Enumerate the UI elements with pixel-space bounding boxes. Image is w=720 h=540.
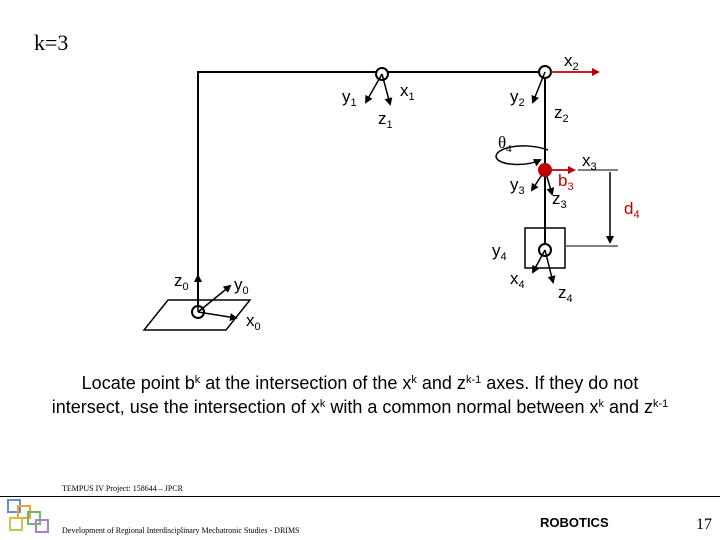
label-y3: y3 [510,175,525,197]
x4-axis [532,249,546,274]
caption-text: Locate point bk at the intersection of t… [51,373,669,417]
label-theta4: θ4 [498,133,512,155]
tempus-logo-icon [7,499,49,533]
footer-program: Development of Regional Interdisciplinar… [62,526,300,535]
y2-axis [531,71,546,104]
footer-project: TEMPUS IV Project: 158644 – JPCR [62,484,183,493]
footer-course-title: ROBOTICS [540,515,609,530]
label-z1: z1 [378,109,393,131]
x0-axis [197,311,238,322]
label-b3: b3 [558,171,574,193]
label-z3: z3 [552,189,567,211]
label-z0: z0 [174,271,189,293]
label-y2: y2 [510,87,525,109]
label-y1: y1 [342,87,357,109]
label-z4: z4 [558,283,573,305]
label-x1: x1 [400,81,415,103]
base-plate [142,299,252,331]
page-number: 17 [696,516,712,533]
label-x0: x0 [246,311,261,333]
y1-axis [365,73,383,104]
label-y4: y4 [492,241,507,263]
z4-axis [544,249,556,284]
label-z2: z2 [554,103,569,125]
label-x3: x3 [582,151,597,173]
theta4-rotation-arrow [495,145,549,167]
x1-axis [381,73,393,106]
slide-title: k=3 [34,30,69,55]
label-d4: d4 [624,199,640,221]
label-y0: y0 [234,275,249,297]
footer-divider [0,496,720,497]
link-chain [197,71,546,310]
label-x4: x4 [510,269,525,291]
kinematic-diagram: x2 y1 x1 z1 y2 z2 θ4 x3 b3 y3 z3 d4 y4 x… [142,51,640,333]
y0-axis [197,284,232,313]
end-effector [524,227,566,269]
point-b3 [538,163,552,177]
label-x2: x2 [564,51,579,73]
